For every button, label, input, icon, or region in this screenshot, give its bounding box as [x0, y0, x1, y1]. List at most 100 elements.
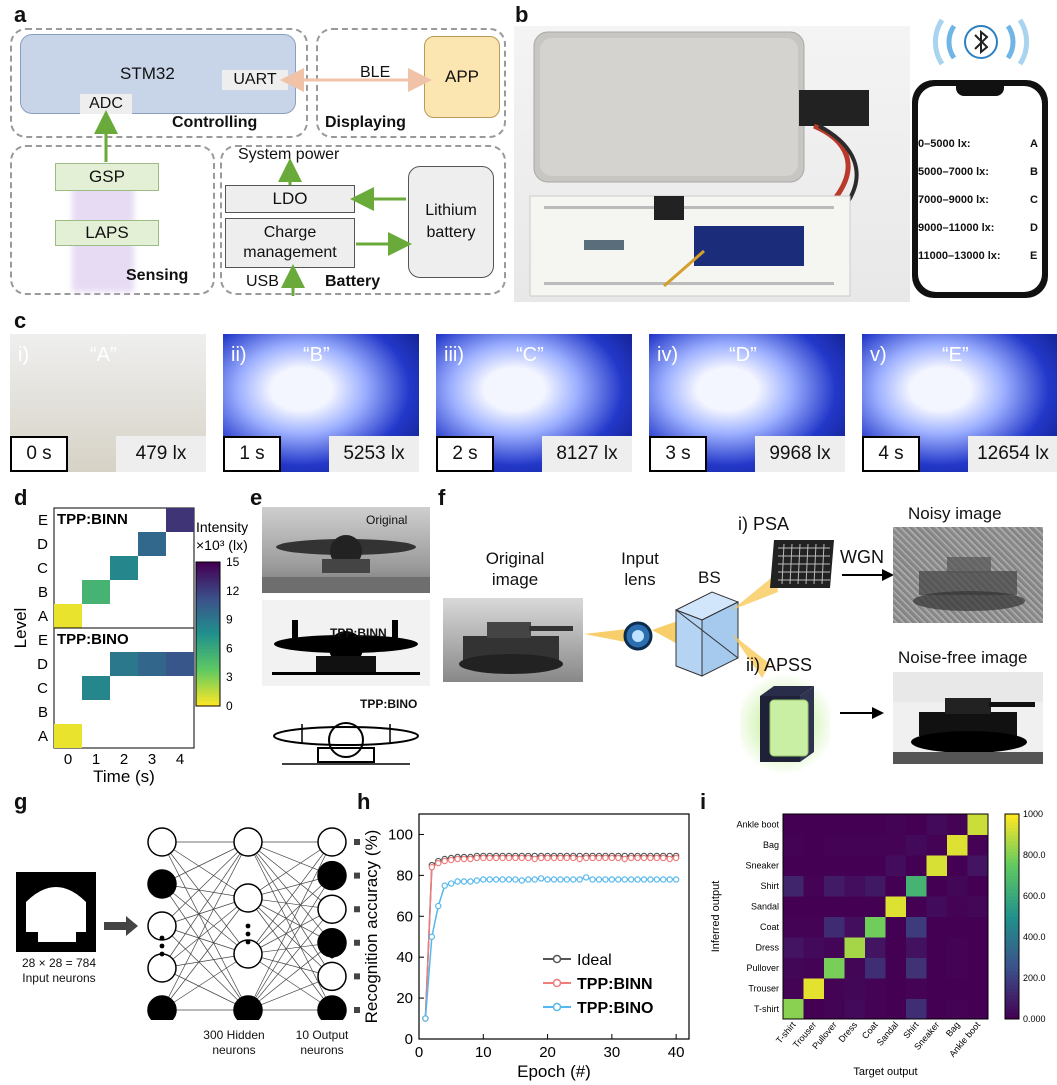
colorbar-segment [196, 696, 220, 700]
level-tick-label: C [37, 560, 48, 577]
matrix-cell [885, 998, 907, 1020]
output-arrow-icon [354, 939, 360, 946]
time-tick-label: 4 [176, 751, 184, 768]
phone [912, 80, 1048, 298]
level-tick-label: A [38, 728, 48, 745]
colorbar-segment [1005, 964, 1019, 969]
colorbar-segment [1005, 923, 1019, 928]
matrix-cell [947, 937, 968, 958]
data-point [435, 902, 442, 910]
y-class-label: Bag [763, 840, 779, 850]
network-connection [247, 897, 333, 977]
matrix-cell [824, 957, 845, 979]
matrix-cell [885, 814, 907, 835]
frame-time-box: 3 s [649, 436, 707, 472]
colorbar-segment [1005, 861, 1019, 866]
input-lens-icon [623, 621, 653, 651]
range-row: 5000–7000 lx: B [916, 164, 1044, 192]
colorbar-segment [196, 665, 220, 669]
apss-arrow [840, 707, 884, 719]
legend-marker [552, 1002, 562, 1012]
colorbar-segment [196, 653, 220, 657]
data-point [627, 854, 635, 862]
data-point [499, 876, 506, 883]
network-connection [161, 883, 249, 1011]
bino-label: TPP:BINO [360, 697, 418, 711]
input-lens-label: Input lens [621, 549, 659, 589]
colorbar-segment [1005, 988, 1019, 993]
matrix-cell [967, 916, 989, 938]
controlling-label: Controlling [172, 114, 258, 131]
matrix-cell [947, 998, 968, 1020]
heatmap-cell [166, 508, 194, 532]
matrix-cell [865, 957, 886, 979]
colorbar-segment [1005, 814, 1019, 818]
y-class-label: Shirt [760, 881, 779, 891]
ellipsis-dot [245, 931, 251, 937]
colorbar-segment [196, 641, 220, 645]
neuron [317, 961, 347, 992]
matrix-cell [947, 896, 968, 917]
level-tick-label: D [37, 536, 48, 553]
colorbar-tick-label: 600.0 [1023, 891, 1046, 901]
matrix-frame [782, 813, 989, 1020]
matrix-cell [967, 834, 989, 856]
matrix-cell [906, 978, 927, 999]
data-point [666, 855, 673, 863]
data-point [647, 854, 654, 862]
data-point [531, 855, 538, 863]
colorbar-segment [1005, 1001, 1019, 1006]
range-level: B [1030, 166, 1038, 178]
series-line [424, 857, 677, 1019]
matrix-cell [865, 814, 886, 835]
data-point [570, 876, 577, 883]
phone-range-list: 0–5000 lx: A 5000–7000 lx: B 7000–9000 l… [916, 136, 1044, 276]
matrix-cell [803, 978, 825, 999]
colorbar-segment [196, 581, 220, 585]
heatmap-cell [138, 652, 166, 676]
matrix-cell [906, 814, 927, 835]
data-point [492, 876, 500, 883]
panel-label-d: d [14, 485, 28, 510]
matrix-cell [906, 896, 927, 917]
series-label: TPP:BINO [57, 631, 129, 648]
x-tick-label: 0 [415, 1044, 423, 1061]
colorbar-segment [1005, 937, 1019, 941]
matrix-cell [844, 834, 866, 856]
colorbar-segment [1005, 954, 1019, 958]
colorbar-segment [1005, 919, 1019, 924]
colorbar-segment [196, 571, 220, 575]
colorbar-segment [1005, 834, 1019, 839]
data-point [512, 854, 519, 862]
colorbar-segment [196, 562, 220, 565]
colorbar-segment [1005, 885, 1019, 890]
legend-label: TPP:BINO [577, 1000, 653, 1017]
hidden-neurons-label: 300 Hidden neurons [203, 1028, 265, 1057]
data-point [653, 854, 661, 862]
matrix-cell [783, 834, 804, 856]
range-text: 7000–9000 lx: [918, 194, 989, 206]
matrix-cell [865, 998, 886, 1020]
legend-label: TPP:BINN [577, 976, 653, 993]
matrix-cell [885, 896, 907, 917]
network-connection [161, 883, 249, 955]
x-tick-label: 30 [604, 1044, 621, 1061]
data-point [492, 854, 500, 862]
matrix-cell [885, 875, 907, 897]
frame-lux-box: 9968 lx [755, 436, 845, 472]
colorbar-frame [1004, 813, 1020, 1020]
colorbar-segment [196, 566, 220, 570]
network-connection [247, 875, 333, 1011]
matrix-cell [844, 855, 866, 876]
colorbar-segment [196, 648, 220, 652]
data-point [550, 854, 558, 862]
colorbar-segment [1005, 1012, 1019, 1017]
colorbar-segment [1005, 865, 1019, 870]
colorbar-segment [1005, 960, 1019, 965]
neuron-active [147, 869, 177, 899]
matrix-cell [865, 916, 886, 938]
bino-aircraft-image [262, 694, 430, 780]
data-point [518, 854, 526, 862]
data-point [518, 877, 526, 884]
